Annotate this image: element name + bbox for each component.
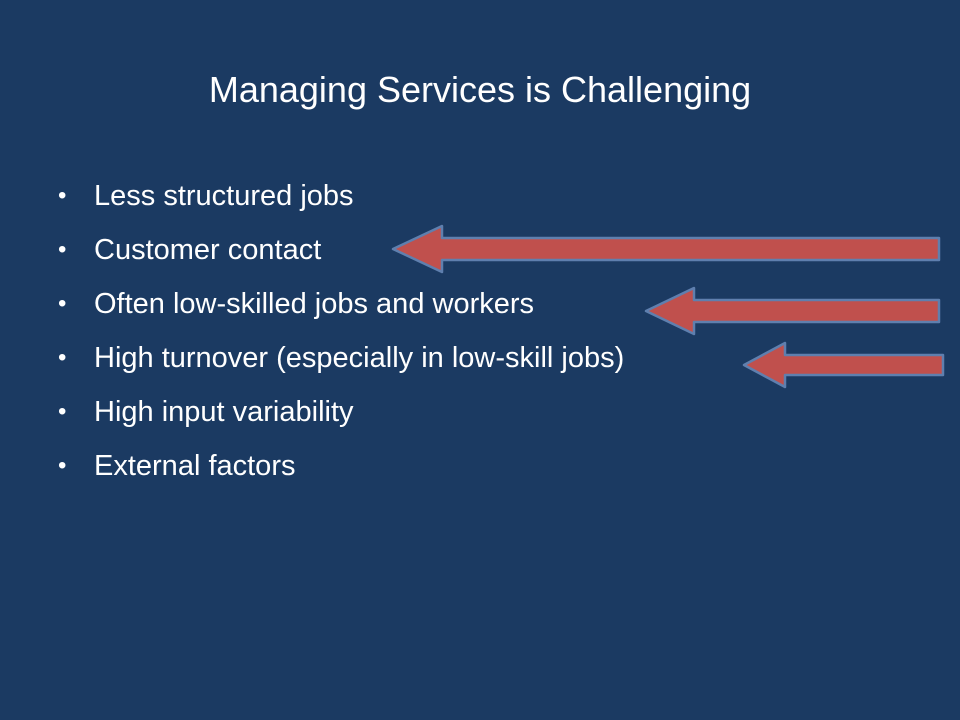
bullet-item: • High input variability	[56, 388, 624, 442]
bullet-text: Often low-skilled jobs and workers	[94, 288, 535, 320]
bullet-dot-icon: •	[58, 236, 67, 263]
left-arrow-icon	[644, 286, 941, 336]
bullet-dot-icon: •	[58, 290, 67, 317]
bullet-item: • External factors	[56, 442, 624, 496]
bullet-text: Less structured jobs	[94, 180, 354, 212]
bullet-item: • Often low-skilled jobs and workers	[56, 280, 624, 334]
bullet-dot-icon: •	[58, 182, 67, 209]
bullet-text: External factors	[94, 450, 296, 482]
bullet-item: • Less structured jobs	[56, 172, 624, 226]
left-arrow-icon	[742, 341, 945, 389]
bullet-list: •Less structured jobs •Customer contact …	[56, 172, 624, 496]
bullet-text: Customer contact	[94, 234, 322, 266]
bullet-text: High turnover (especially in low-skill j…	[94, 342, 625, 374]
slide-title: Managing Services is Challenging	[208, 69, 752, 110]
bullet-item: • High turnover (especially in low-skill …	[56, 334, 624, 388]
bullet-dot-icon: •	[58, 452, 67, 479]
bullet-dot-icon: •	[58, 344, 67, 371]
bullet-item: • Customer contact	[56, 226, 624, 280]
bullet-dot-icon: •	[58, 398, 67, 425]
bullet-text: High input variability	[94, 396, 354, 428]
left-arrow-icon	[391, 224, 941, 274]
